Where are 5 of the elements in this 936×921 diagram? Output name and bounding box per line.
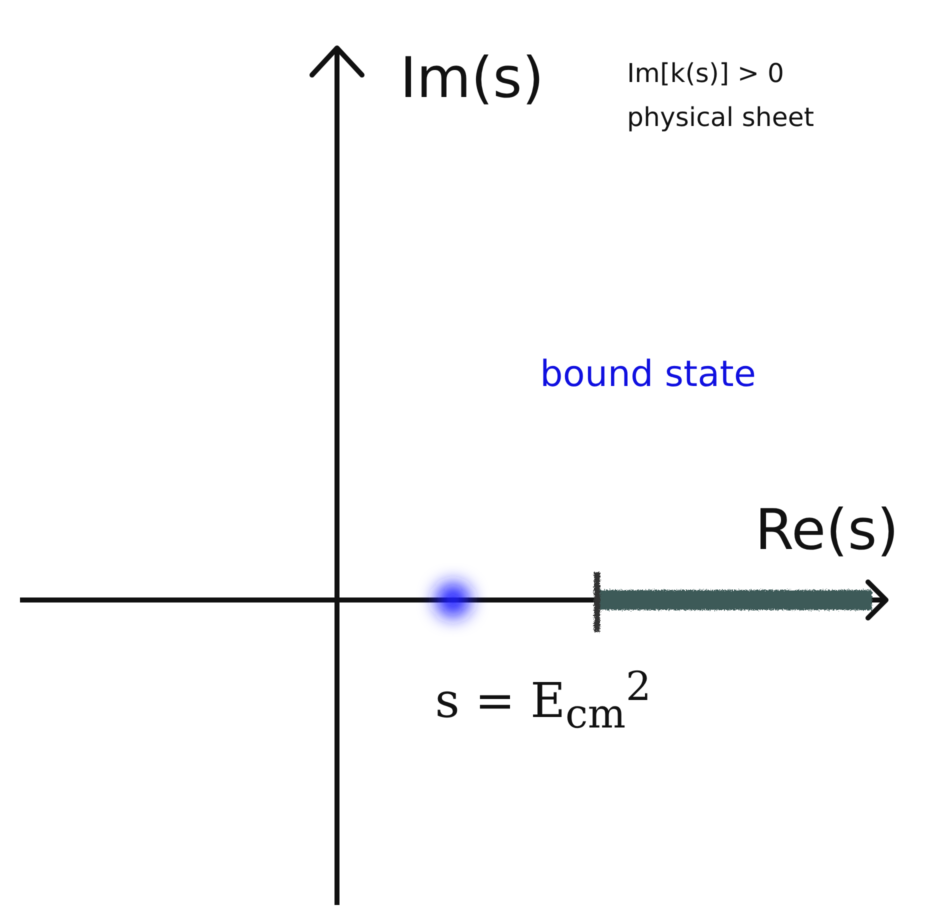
axis-label: Re(s) (755, 500, 899, 562)
pole-label: bound state (540, 355, 756, 395)
axis-label: Im(s) (400, 48, 544, 110)
sheet-condition: Im[k(s)] > 0 (627, 60, 784, 89)
sheet-label: physical sheet (627, 104, 814, 133)
